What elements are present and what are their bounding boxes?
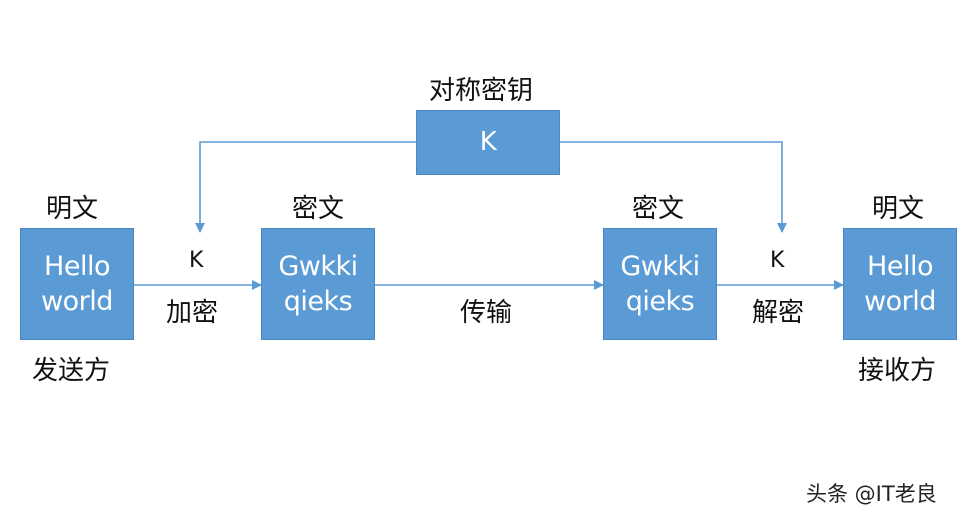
sender-plaintext-line1: Hello [44, 251, 110, 282]
left-ciphertext-heading: 密文 [292, 194, 345, 224]
key-to-encrypt-connector [195, 141, 416, 233]
transmit-label: 传输 [460, 298, 513, 328]
receiver-role-label: 接收方 [858, 356, 937, 386]
decrypt-key-label: K [770, 248, 785, 273]
receiver-plaintext-line2: world [864, 286, 936, 317]
left-ciphertext-box: Gwkki qieks [261, 228, 375, 340]
right-ciphertext-heading: 密文 [632, 194, 685, 224]
right-ciphertext-line2: qieks [625, 286, 695, 317]
key-to-decrypt-connector [560, 141, 787, 233]
symmetric-key-label: 对称密钥 [429, 76, 534, 106]
receiver-plaintext-line1: Hello [867, 251, 933, 282]
sender-plaintext-heading: 明文 [46, 194, 99, 224]
receiver-plaintext-box: Hello world [843, 228, 957, 340]
watermark: 头条 @IT老良 [806, 482, 937, 506]
sender-plaintext-box: Hello world [20, 228, 134, 340]
left-ciphertext-line1: Gwkki [278, 251, 358, 282]
symmetric-key-value: K [479, 127, 497, 157]
encrypt-key-label: K [189, 248, 204, 273]
receiver-plaintext-heading: 明文 [872, 194, 925, 224]
left-ciphertext-line2: qieks [283, 286, 353, 317]
encrypt-label: 加密 [166, 298, 219, 328]
sender-role-label: 发送方 [32, 356, 111, 386]
right-ciphertext-line1: Gwkki [620, 251, 700, 282]
right-ciphertext-box: Gwkki qieks [603, 228, 717, 340]
decrypt-label: 解密 [752, 298, 805, 328]
symmetric-key-box: K [416, 110, 560, 175]
sender-plaintext-line2: world [41, 286, 113, 317]
